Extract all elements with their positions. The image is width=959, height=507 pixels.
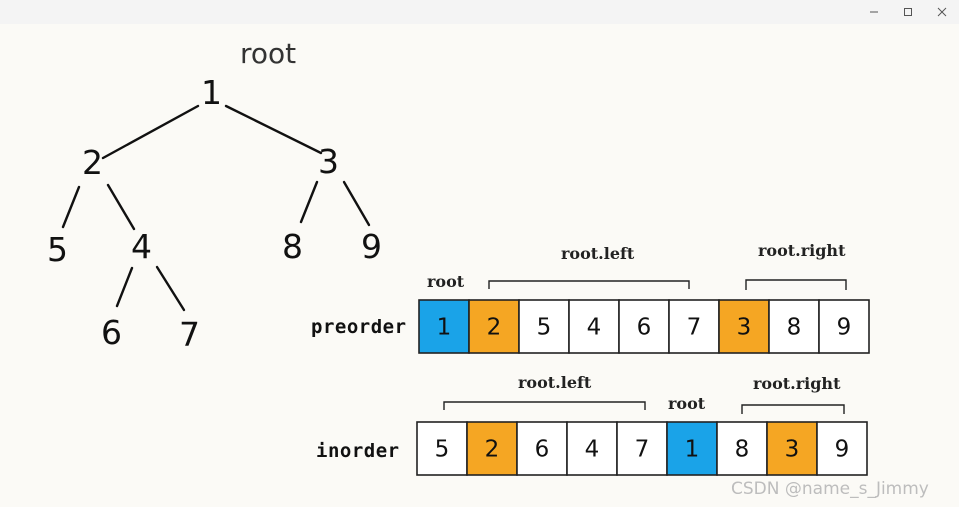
preorder-root-annotation: root bbox=[427, 272, 465, 291]
inorder-left-bracket bbox=[443, 401, 646, 410]
preorder-cell-value: 2 bbox=[487, 315, 502, 341]
inorder-cell-value: 2 bbox=[485, 437, 500, 463]
inorder-cell bbox=[816, 421, 868, 476]
preorder-cell bbox=[518, 299, 570, 354]
inorder-label: inorder bbox=[316, 440, 400, 462]
edge-1-3 bbox=[224, 104, 323, 155]
inorder-right-bracket bbox=[741, 404, 845, 414]
preorder-cell bbox=[718, 299, 770, 354]
inorder-row: inorder 5 2 6 4 7 1 8 3 9 root.left root root.ri… bbox=[316, 373, 868, 476]
tree-node-6: 6 bbox=[101, 313, 122, 352]
inorder-cell-value: 1 bbox=[685, 437, 700, 463]
preorder-cell bbox=[618, 299, 670, 354]
edge-3-8 bbox=[299, 180, 319, 224]
inorder-left-annotation: root.left bbox=[518, 373, 592, 392]
preorder-cell-value: 8 bbox=[787, 315, 802, 341]
inorder-cell-value: 4 bbox=[585, 437, 600, 463]
edge-2-4 bbox=[106, 183, 136, 231]
watermark-text: CSDN @name_s_Jimmy bbox=[731, 479, 929, 499]
inorder-root-annotation: root bbox=[668, 394, 706, 413]
edge-2-5 bbox=[61, 185, 81, 229]
tree-node-3: 3 bbox=[318, 142, 339, 181]
maximize-button[interactable] bbox=[894, 2, 922, 22]
preorder-cell-value: 3 bbox=[737, 315, 752, 341]
inorder-cell bbox=[466, 421, 518, 476]
minimize-icon bbox=[870, 11, 878, 13]
inorder-cell-value: 8 bbox=[735, 437, 750, 463]
inorder-cell bbox=[616, 421, 668, 476]
tree-node-8: 8 bbox=[282, 227, 303, 266]
preorder-left-bracket bbox=[488, 280, 690, 289]
inorder-cell bbox=[416, 421, 468, 476]
tree-node-9: 9 bbox=[361, 227, 382, 266]
inorder-cell bbox=[716, 421, 768, 476]
preorder-cells: 1 2 5 4 6 7 3 8 9 bbox=[418, 299, 870, 354]
title-bar bbox=[0, 0, 959, 24]
tree-node-5: 5 bbox=[47, 230, 68, 269]
preorder-row: preorder 1 2 5 4 6 7 3 8 9 root root.left root.r… bbox=[311, 241, 870, 354]
preorder-cell-value: 6 bbox=[637, 315, 652, 341]
preorder-cell-value: 4 bbox=[587, 315, 602, 341]
edge-1-2 bbox=[101, 104, 200, 160]
preorder-right-bracket bbox=[745, 279, 847, 290]
inorder-cells: 5 2 6 4 7 1 8 3 9 bbox=[416, 421, 868, 476]
inorder-cell-value: 9 bbox=[835, 437, 850, 463]
edge-4-7 bbox=[155, 265, 186, 312]
preorder-cell bbox=[418, 299, 470, 354]
inorder-cell bbox=[766, 421, 818, 476]
preorder-cell-value: 1 bbox=[437, 315, 452, 341]
inorder-cell-value: 5 bbox=[435, 437, 450, 463]
close-button[interactable] bbox=[928, 2, 956, 22]
preorder-left-annotation: root.left bbox=[561, 244, 635, 263]
maximize-icon bbox=[904, 8, 912, 16]
edge-3-9 bbox=[342, 180, 371, 227]
inorder-cell bbox=[516, 421, 568, 476]
preorder-cell bbox=[568, 299, 620, 354]
preorder-label: preorder bbox=[311, 316, 407, 338]
tree-node-1: 1 bbox=[201, 73, 222, 112]
preorder-cell bbox=[768, 299, 820, 354]
close-icon bbox=[937, 7, 947, 17]
preorder-cell bbox=[818, 299, 870, 354]
edge-4-6 bbox=[115, 266, 134, 308]
inorder-right-annotation: root.right bbox=[753, 374, 841, 393]
tree-edges bbox=[61, 104, 371, 312]
preorder-cell-value: 5 bbox=[537, 315, 552, 341]
preorder-cell-value: 7 bbox=[687, 315, 702, 341]
tree-root-caption: root bbox=[240, 37, 296, 70]
inorder-cell bbox=[666, 421, 718, 476]
preorder-cell bbox=[468, 299, 520, 354]
preorder-right-annotation: root.right bbox=[758, 241, 846, 260]
inorder-cell bbox=[566, 421, 618, 476]
preorder-cell-value: 9 bbox=[837, 315, 852, 341]
inorder-cell-value: 7 bbox=[635, 437, 650, 463]
minimize-button[interactable] bbox=[860, 2, 888, 22]
inorder-cell-value: 6 bbox=[535, 437, 550, 463]
tree-node-2: 2 bbox=[82, 143, 103, 182]
tree-node-7: 7 bbox=[179, 315, 200, 354]
tree-node-4: 4 bbox=[131, 227, 152, 266]
inorder-cell-value: 3 bbox=[785, 437, 800, 463]
